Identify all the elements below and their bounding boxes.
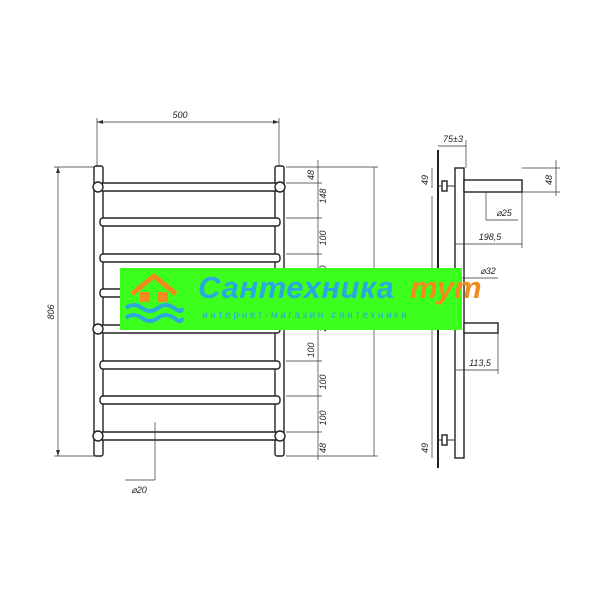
watermark-banner: Сантехника тут интернет-магазин сантехни… xyxy=(120,268,482,330)
wall-mount-flange xyxy=(441,180,448,192)
rung xyxy=(99,431,281,441)
banner-subtitle: интернет-магазин сантехники xyxy=(202,310,410,321)
rung xyxy=(99,360,281,370)
mid-bracket xyxy=(463,322,499,334)
step-label: 100 xyxy=(318,230,328,245)
step-label: 100 xyxy=(318,410,328,425)
bottom-label: 49 xyxy=(420,443,430,453)
step-label: 100 xyxy=(306,342,316,357)
inlet-connector xyxy=(274,181,286,193)
top-right-label: 48 xyxy=(544,175,554,185)
step-label: 48 xyxy=(318,443,328,453)
rung xyxy=(99,253,281,263)
step-label: 100 xyxy=(318,374,328,389)
pipe-diameter-label: ⌀32 xyxy=(480,266,495,276)
arrow-mark xyxy=(56,167,60,173)
banner-title-accent: тут xyxy=(410,270,482,305)
offset-label: 75±3 xyxy=(443,134,463,144)
outlet-connector xyxy=(92,430,104,442)
depth-label: 198,5 xyxy=(479,232,503,242)
top-left-label: 49 xyxy=(420,175,430,185)
rung xyxy=(99,217,281,227)
banner-title: Сантехника xyxy=(198,270,395,305)
left-upright xyxy=(93,165,104,457)
top-bracket xyxy=(463,179,523,193)
step-label: 48 xyxy=(306,170,316,180)
arrow-mark xyxy=(97,120,103,124)
mount-diameter-label: ⌀25 xyxy=(496,208,512,218)
rung xyxy=(99,395,281,405)
outlet-connector xyxy=(274,430,286,442)
tube-diameter-label: ⌀20 xyxy=(131,485,146,495)
width-label: 500 xyxy=(172,110,187,120)
arrow-mark xyxy=(273,120,279,124)
arrow-mark xyxy=(56,450,60,456)
height-label: 806 xyxy=(46,304,56,319)
mid-connector xyxy=(92,323,104,335)
inlet-connector xyxy=(92,181,104,193)
wall-mount-flange xyxy=(441,434,448,446)
house-waves-logo-icon xyxy=(124,273,184,323)
step-label: 148 xyxy=(318,188,328,203)
rung xyxy=(99,182,281,192)
shelf-depth-label: 113,5 xyxy=(469,358,492,368)
